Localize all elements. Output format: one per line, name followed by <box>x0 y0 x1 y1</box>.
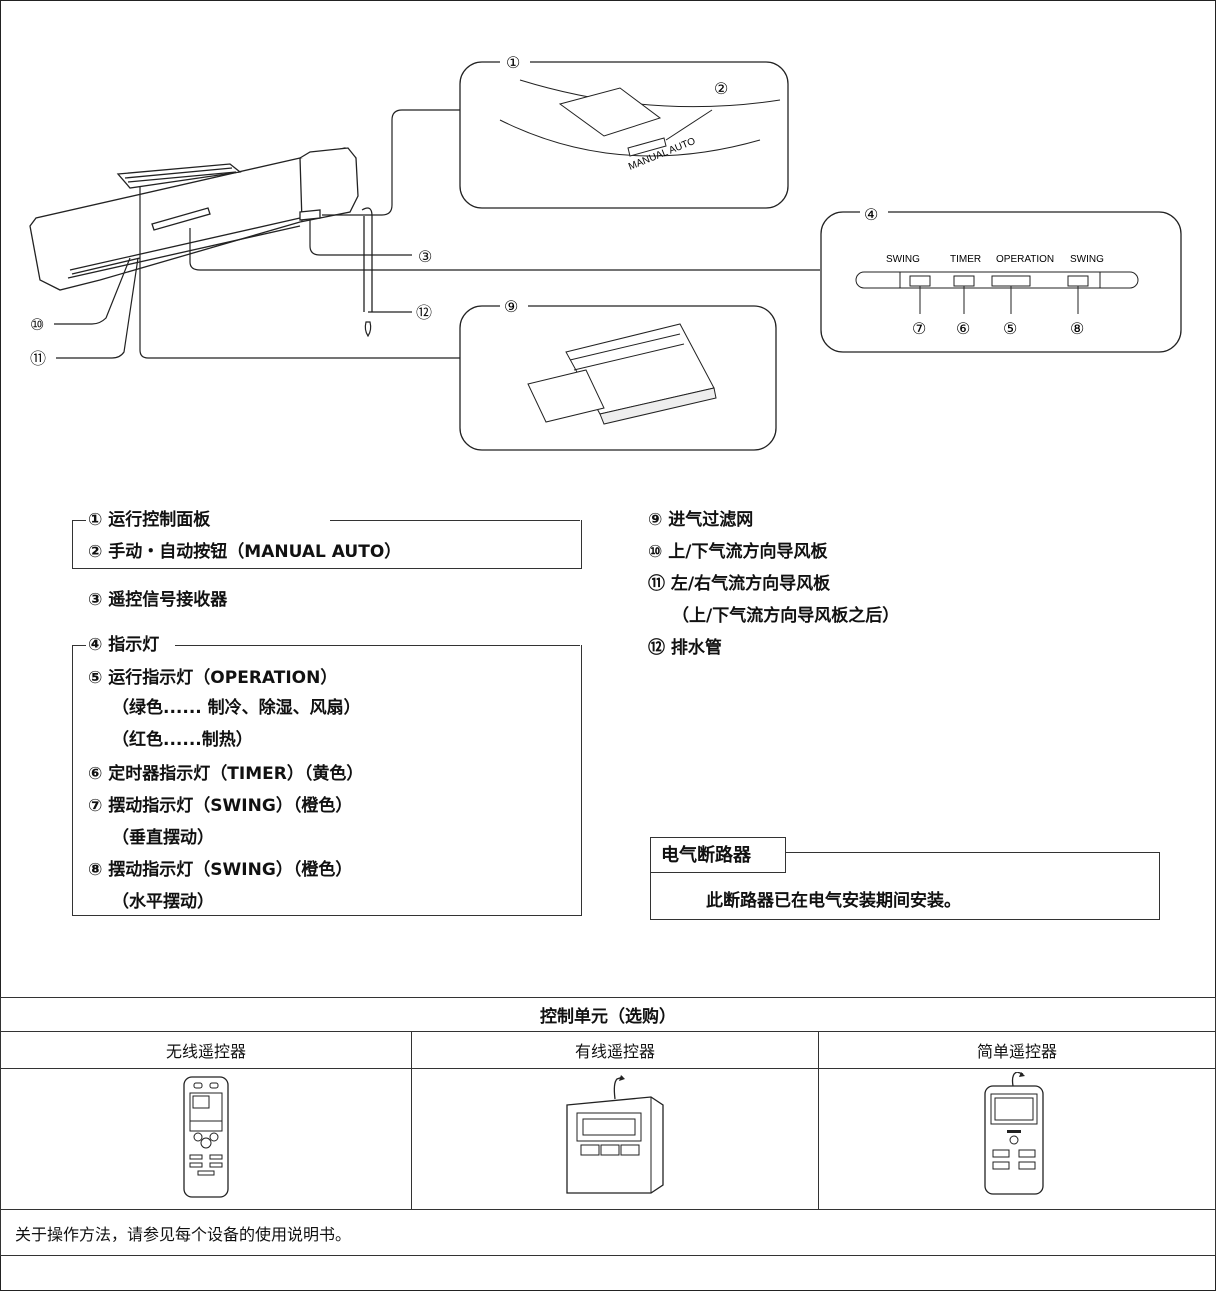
legend-item-8-sub: （水平摆动） <box>112 892 214 912</box>
callout-3: ③ <box>418 249 432 266</box>
air-conditioner-diagram: ③ ⑫ ⑩ ⑪ ① ② MANUAL AUTO ④ SWING TIMER OP… <box>29 55 1182 451</box>
callout-7: ⑦ <box>912 321 926 338</box>
legend-item-3: ③ 遥控信号接收器 <box>88 590 228 610</box>
operation-panel-callout: ① ② MANUAL AUTO <box>459 55 789 209</box>
callout-1: ① <box>506 55 520 72</box>
legend-item-5-red: （红色......制热） <box>112 730 253 750</box>
callout-numbers: ③ ⑫ ⑩ ⑪ <box>30 249 432 368</box>
callout-5: ⑤ <box>1003 321 1017 338</box>
control-units-note: 关于操作方法，请参见每个设备的使用说明书。 <box>0 1209 1216 1256</box>
legend-item-10: ⑩ 上/下气流方向导风板 <box>648 542 828 562</box>
wireless-remote-cell <box>0 1068 412 1210</box>
control-units-title: 控制单元（选购） <box>0 997 1216 1032</box>
indicator-panel-callout: ④ SWING TIMER OPERATION SWING ⑦ ⑥ ⑤ ⑧ <box>820 206 1182 353</box>
simple-remote-cell <box>818 1068 1216 1210</box>
legend-item-4: ④ 指示灯 <box>88 635 160 655</box>
indicator-swing-left: SWING <box>886 254 920 265</box>
legend-item-9: ⑨ 进气过滤网 <box>648 510 754 530</box>
wired-remote-cell <box>411 1068 819 1210</box>
indicator-swing-right: SWING <box>1070 254 1104 265</box>
callout-10: ⑩ <box>30 317 44 334</box>
legend-item-7: ⑦ 摆动指示灯（SWING）（橙色） <box>88 796 353 816</box>
circuit-breaker-text: 此断路器已在电气安装期间安装。 <box>706 891 961 911</box>
legend-group-4-frame <box>72 645 582 916</box>
legend-item-1: ① 运行控制面板 <box>88 510 211 530</box>
legend-item-7-sub: （垂直摆动） <box>112 828 214 848</box>
leader-lines <box>54 109 820 359</box>
simple-remote-icon <box>984 1071 1044 1195</box>
air-filter-callout: ⑨ <box>459 299 777 451</box>
wired-remote-label: 有线遥控器 <box>411 1031 819 1069</box>
legend-item-6: ⑥ 定时器指示灯（TIMER）（黄色） <box>88 764 364 784</box>
indoor-unit-illustration <box>29 147 373 312</box>
legend-item-5: ⑤ 运行指示灯（OPERATION） <box>88 668 338 688</box>
legend-item-8: ⑧ 摆动指示灯（SWING）（橙色） <box>88 860 353 880</box>
callout-9: ⑨ <box>504 299 518 316</box>
wireless-remote-label: 无线遥控器 <box>0 1031 412 1069</box>
wired-remote-icon <box>566 1075 664 1194</box>
legend-item-2: ② 手动・自动按钮（MANUAL AUTO） <box>88 542 402 562</box>
legend-item-11-sub: （上/下气流方向导风板之后） <box>672 606 900 626</box>
circuit-breaker-box <box>650 852 1160 920</box>
callout-11: ⑪ <box>30 350 46 368</box>
legend-item-5-green: （绿色...... 制冷、除湿、风扇） <box>112 698 361 718</box>
simple-remote-label: 简单遥控器 <box>818 1031 1216 1069</box>
legend-item-11: ⑪ 左/右气流方向导风板 <box>648 574 831 594</box>
circuit-breaker-title: 电气断路器 <box>650 837 786 873</box>
callout-6: ⑥ <box>956 321 970 338</box>
indicator-operation: OPERATION <box>996 254 1054 265</box>
callout-2: ② <box>714 81 728 98</box>
control-units-table: 控制单元（选购） 无线遥控器 有线遥控器 简单遥控器 <box>0 997 1216 1256</box>
wireless-remote-icon <box>183 1076 229 1198</box>
legend-group-1-frame <box>72 520 582 569</box>
indicator-timer: TIMER <box>950 254 981 265</box>
callout-12: ⑫ <box>416 304 432 322</box>
callout-8: ⑧ <box>1070 321 1084 338</box>
callout-4: ④ <box>864 207 878 224</box>
legend-item-12: ⑫ 排水管 <box>648 638 722 658</box>
